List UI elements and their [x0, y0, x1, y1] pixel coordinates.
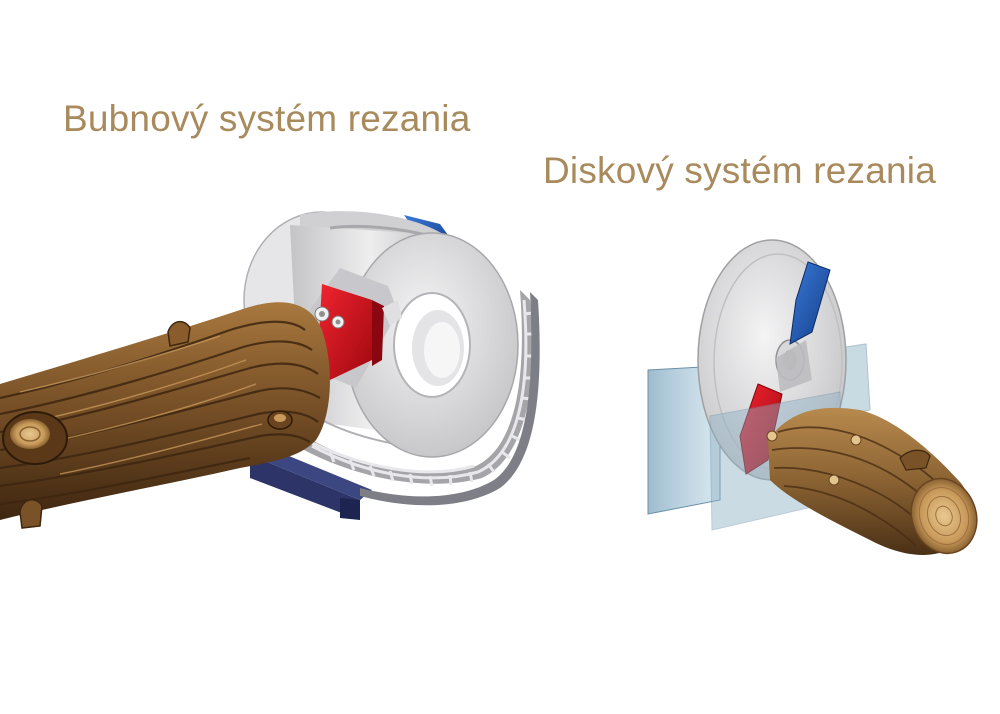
drum-chipper-icon	[0, 211, 540, 529]
sieve-grate-icon	[300, 290, 540, 506]
log-icon	[766, 407, 978, 555]
red-blade-icon	[308, 268, 402, 388]
disc-chipper-icon	[647, 239, 978, 555]
disc-caption: Diskový systém rezania	[543, 150, 937, 191]
log-icon	[0, 302, 330, 529]
drum-caption: Bubnový systém rezania	[63, 98, 471, 139]
blue-blade-icon	[789, 261, 831, 345]
red-blade-icon	[739, 383, 783, 475]
